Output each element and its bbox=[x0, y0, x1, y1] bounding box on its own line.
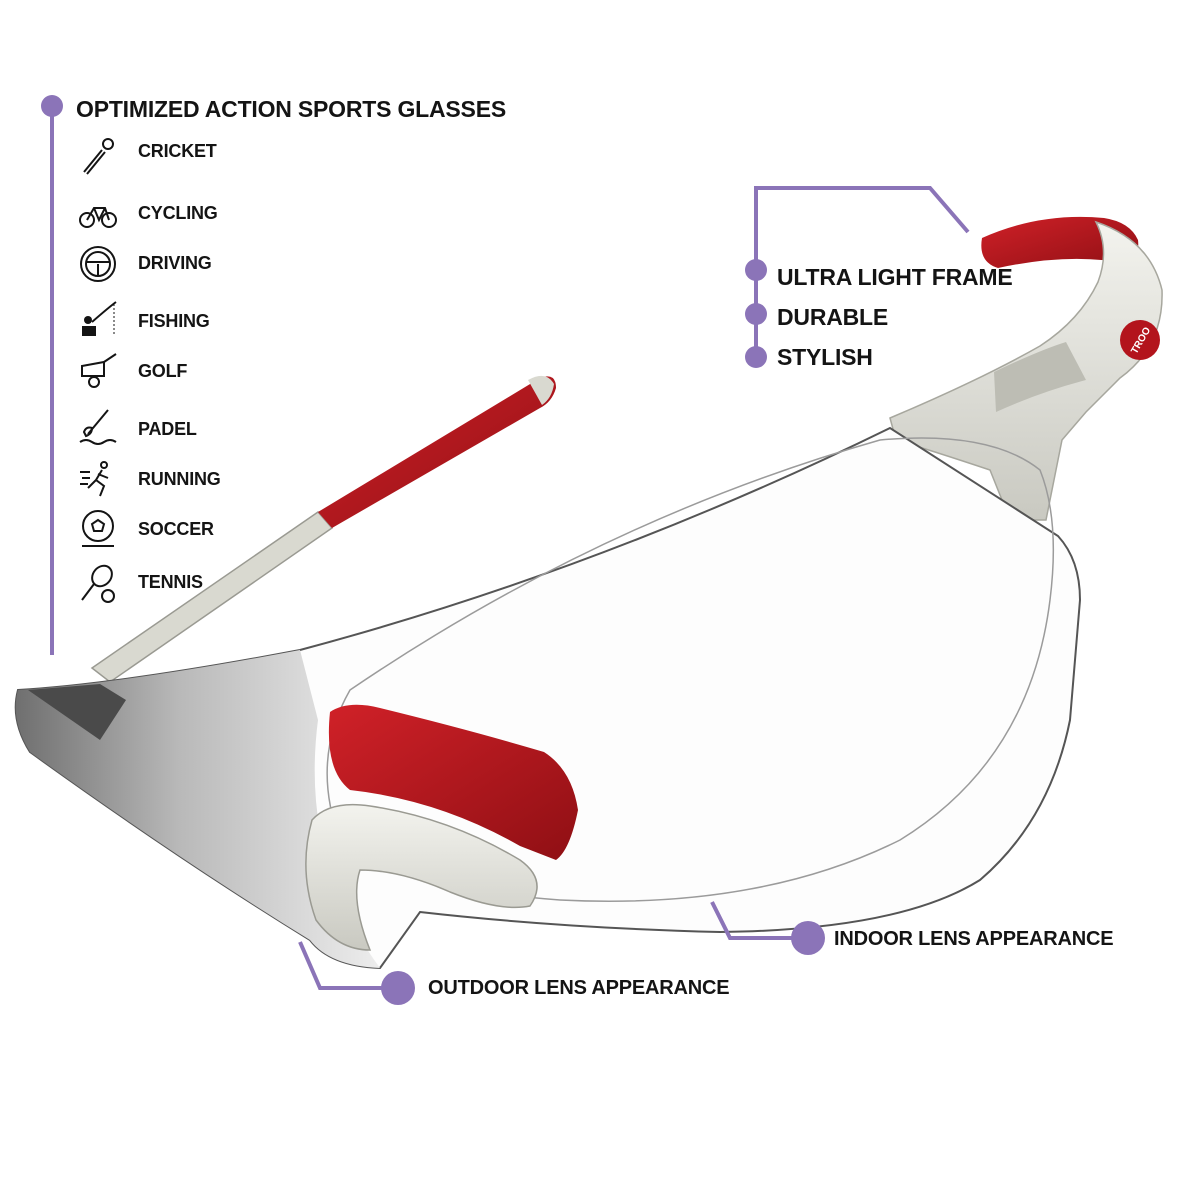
header-bullet bbox=[41, 95, 63, 117]
cricket-icon bbox=[83, 138, 114, 175]
sport-label-tennis: TENNIS bbox=[138, 572, 203, 592]
nose-pad bbox=[305, 704, 578, 951]
feature-bullet bbox=[745, 259, 767, 281]
soccer-ball-icon bbox=[82, 510, 114, 547]
brand-logo-badge bbox=[1120, 320, 1160, 360]
sport-label-cycling: CYCLING bbox=[138, 203, 218, 223]
golf-icon bbox=[81, 353, 117, 388]
outdoor-lens-label: OUTDOOR LENS APPEARANCE bbox=[428, 977, 730, 999]
steering-wheel-icon bbox=[80, 246, 116, 282]
sport-label-golf: GOLF bbox=[138, 361, 188, 381]
bicycle-icon bbox=[79, 207, 117, 228]
feature-stylish: STYLISH bbox=[777, 344, 873, 370]
indoor-lens-label: INDOOR LENS APPEARANCE bbox=[834, 928, 1114, 950]
outdoor-lens-bullet bbox=[381, 971, 415, 1005]
feature-bullet bbox=[745, 303, 767, 325]
outdoor-lens-callout-line bbox=[298, 941, 398, 990]
feature-ultra-light-frame: ULTRA LIGHT FRAME bbox=[777, 264, 1013, 290]
sport-label-soccer: SOCCER bbox=[138, 519, 214, 539]
page-title: OPTIMIZED ACTION SPORTS GLASSES bbox=[76, 96, 506, 122]
tennis-icon bbox=[81, 564, 115, 603]
lens bbox=[14, 426, 1082, 970]
indoor-lens-bullet bbox=[791, 921, 825, 955]
left-temple-arm bbox=[90, 375, 556, 683]
sport-label-running: RUNNING bbox=[138, 469, 221, 489]
feature-bullet bbox=[745, 346, 767, 368]
sport-label-fishing: FISHING bbox=[138, 311, 210, 331]
sport-label-cricket: CRICKET bbox=[138, 141, 217, 161]
feature-durable: DURABLE bbox=[777, 304, 889, 330]
sport-label-padel: PADEL bbox=[138, 419, 197, 439]
right-temple-hinge: TROO bbox=[889, 216, 1163, 521]
running-icon bbox=[80, 461, 109, 497]
fishing-icon bbox=[82, 301, 117, 336]
sport-label-driving: DRIVING bbox=[138, 253, 212, 273]
paddle-icon bbox=[79, 409, 117, 445]
indoor-lens-callout-line bbox=[710, 901, 808, 940]
